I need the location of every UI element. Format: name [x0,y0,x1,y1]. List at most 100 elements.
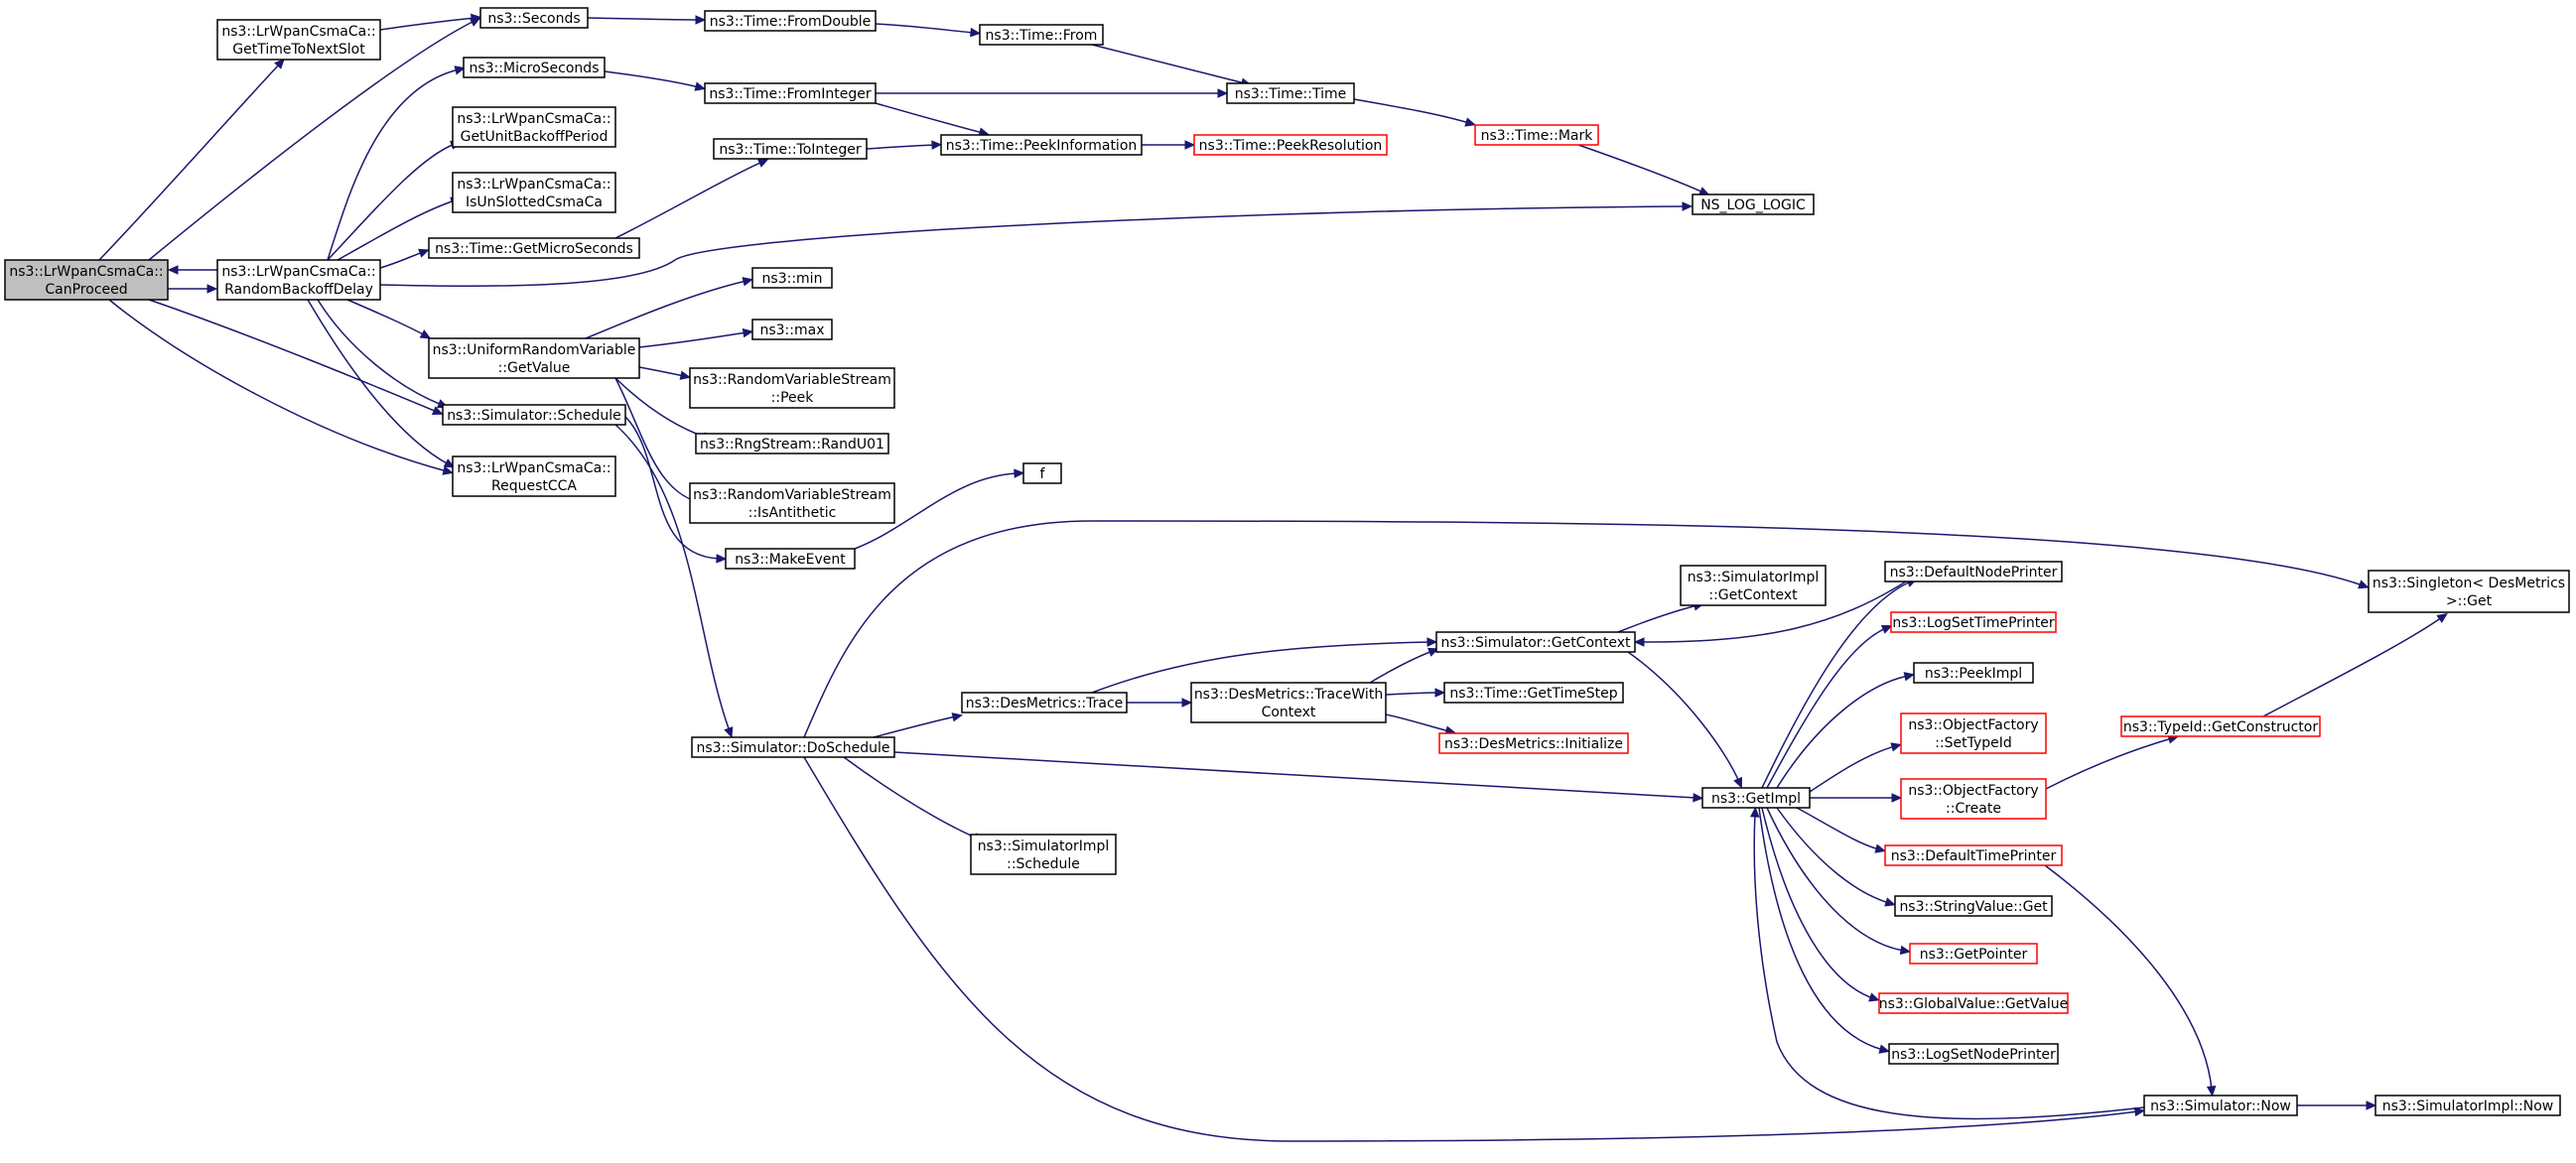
node-label: RandomBackoffDelay [224,282,373,298]
node-box [979,24,1104,46]
edge-simnow-to-implnow [2296,1100,2377,1110]
edge-getimpl-to-globalgetvalue [1761,807,1880,1002]
node-timefrom[interactable]: ns3::Time::From [979,24,1104,46]
node-box [1890,611,2057,633]
node-timetime[interactable]: ns3::Time::Time [1226,82,1355,104]
node-label: ::SetTypeId [1935,735,2012,751]
node-box [1022,462,1062,484]
node-implgetcontext[interactable]: ns3::SimulatorImpl::GetContext [1680,565,1827,606]
node-f[interactable]: f [1022,462,1062,484]
node-max[interactable]: ns3::max [751,319,833,340]
node-label: ns3::LrWpanCsmaCa:: [457,460,610,476]
node-box [452,106,616,148]
node-box [940,134,1143,156]
edge-doschedule-to-getimpl [893,751,1704,803]
node-label: ns3::Singleton< DesMetrics [2373,576,2565,591]
node-label: ::Schedule [1007,856,1080,872]
node-simgetcontext[interactable]: ns3::Simulator::GetContext [1435,631,1636,653]
node-stringvalueget[interactable]: ns3::StringValue::Get [1894,895,2053,917]
node-peekinformation[interactable]: ns3::Time::PeekInformation [940,134,1143,156]
node-label: ns3::DesMetrics::Trace [966,696,1124,711]
node-label: ns3::RandomVariableStream [693,372,891,388]
node-gettypeidconstructor[interactable]: ns3::TypeId::GetConstructor [2120,715,2321,737]
node-simnow[interactable]: ns3::Simulator::Now [2143,1095,2298,1116]
node-box [428,237,640,259]
node-label: ns3::MakeEvent [735,552,846,568]
node-peekimpl[interactable]: ns3::PeekImpl [1913,662,2034,684]
node-label: ns3::LrWpanCsmaCa:: [221,24,375,40]
node-microseconds[interactable]: ns3::MicroSeconds [463,57,606,78]
node-box [1193,134,1388,156]
node-nslogic[interactable]: NS_LOG_LOGIC [1692,194,1815,215]
node-singletonget[interactable]: ns3::Singleton< DesMetrics >::Get [2368,570,2570,613]
node-isunslottedcsmaca[interactable]: ns3::LrWpanCsmaCa::IsUnSlottedCsmaCa [452,172,616,213]
node-label: ns3::Time::ToInteger [719,142,862,158]
node-fromdouble[interactable]: ns3::Time::FromDouble [704,10,877,32]
node-desinitialize[interactable]: ns3::DesMetrics::Initialize [1438,732,1629,754]
node-requestcca[interactable]: ns3::LrWpanCsmaCa::RequestCCA [452,455,616,497]
node-box [1884,561,2063,582]
node-randombackoffdelay[interactable]: ns3::LrWpanCsmaCa::RandomBackoffDelay [216,259,381,301]
node-box [1878,992,2069,1014]
node-randu01[interactable]: ns3::RngStream::RandU01 [695,433,889,454]
node-box [1680,565,1827,606]
node-seconds[interactable]: ns3::Seconds [479,7,589,29]
edge-canproceed-to-simschedule [148,299,444,416]
node-box [1226,82,1355,104]
node-gettimetonextslot[interactable]: ns3::LrWpanCsmaCa::GetTimeToNextSlot [216,19,381,61]
node-label: ns3::ObjectFactory [1908,717,2038,733]
node-label: ns3::LogSetNodePrinter [1891,1047,2056,1063]
node-uniformgetvalue[interactable]: ns3::UniformRandomVariable::GetValue [428,337,640,379]
node-implnow[interactable]: ns3::SimulatorImpl::Now [2374,1095,2561,1116]
node-box [442,404,626,426]
node-box [452,455,616,497]
node-simschedule[interactable]: ns3::Simulator::Schedule [442,404,626,426]
node-tointeger[interactable]: ns3::Time::ToInteger [713,138,868,160]
edge-canproceed-to-gettimetonextslot [98,58,285,261]
node-box [452,172,616,213]
edge-frominteger-to-timetime [876,88,1229,98]
edge-randombackoffdelay-to-nslogic [379,201,1694,288]
node-label: ns3::Time::FromDouble [710,14,872,30]
node-getmicroseconds[interactable]: ns3::Time::GetMicroSeconds [428,237,640,259]
edge-getimpl-to-stringvalueget [1776,807,1896,907]
edge-getimpl-to-logsetnodeprinter [1758,807,1890,1054]
edge-canproceed-to-requestcca [108,299,454,475]
node-peekresolution[interactable]: ns3::Time::PeekResolution [1193,134,1388,156]
node-rvspeek[interactable]: ns3::RandomVariableStream::Peek [689,367,895,409]
node-defaulttimeprinter[interactable]: ns3::DefaultTimePrinter [1884,844,2063,866]
node-ofcreate[interactable]: ns3::ObjectFactory::Create [1900,778,2047,820]
node-getimpl[interactable]: ns3::GetImpl [1701,787,1811,809]
node-box [2374,1095,2561,1116]
node-implschedule[interactable]: ns3::SimulatorImpl::Schedule [970,834,1117,875]
edge-desmetricstrace-to-tracewithcontext [1126,698,1193,708]
edge-getimpl-to-defaulttimeprinter [1796,807,1886,853]
node-defaultnodeprinter[interactable]: ns3::DefaultNodePrinter [1884,561,2063,582]
edge-randombackoffdelay-to-uniformgetvalue [346,299,432,339]
node-label: ns3::GetImpl [1711,791,1801,807]
node-box [463,57,606,78]
node-label: ns3::Simulator::DoSchedule [697,740,890,756]
node-makeevent[interactable]: ns3::MakeEvent [725,548,856,570]
edge-doschedule-to-desmetricstrace [873,712,964,738]
node-getunitbackoffperiod[interactable]: ns3::LrWpanCsmaCa::GetUnitBackoffPeriod [452,106,616,148]
node-doschedule[interactable]: ns3::Simulator::DoSchedule [691,736,895,758]
node-desmetricstrace[interactable]: ns3::DesMetrics::Trace [961,692,1128,713]
node-label: ns3::GlobalValue::GetValue [1879,996,2068,1012]
node-logsettimeprinter[interactable]: ns3::LogSetTimePrinter [1890,611,2057,633]
node-box [1900,712,2047,754]
node-min[interactable]: ns3::min [751,267,833,289]
node-box [695,433,889,454]
node-isantithetic[interactable]: ns3::RandomVariableStream::IsAntithetic [689,482,895,524]
node-label: IsUnSlottedCsmaCa [466,194,603,210]
node-logsetnodeprinter[interactable]: ns3::LogSetNodePrinter [1888,1043,2059,1065]
node-getpointer[interactable]: ns3::GetPointer [1909,943,2038,965]
node-settypeid[interactable]: ns3::ObjectFactory::SetTypeId [1900,712,2047,754]
node-timemark[interactable]: ns3::Time::Mark [1474,124,1599,146]
node-globalgetvalue[interactable]: ns3::GlobalValue::GetValue [1878,992,2069,1014]
node-box [1474,124,1599,146]
node-gettimestep[interactable]: ns3::Time::GetTimeStep [1443,682,1624,704]
node-frominteger[interactable]: ns3::Time::FromInteger [704,82,877,104]
